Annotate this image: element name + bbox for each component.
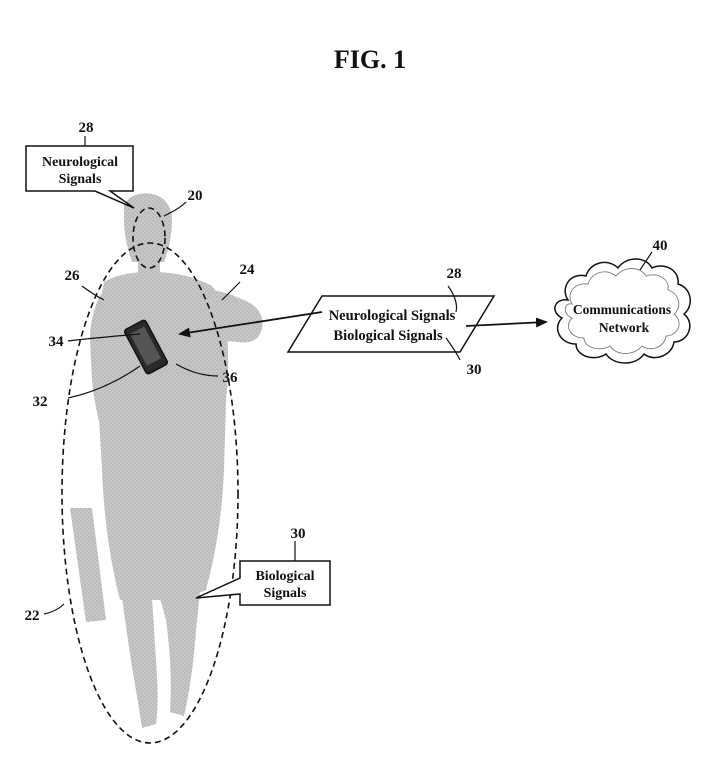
leader-32 bbox=[67, 365, 141, 399]
leader-26 bbox=[81, 285, 105, 301]
mobile-device bbox=[123, 319, 169, 375]
user-silhouette bbox=[70, 193, 263, 728]
packet-line1: Neurological Signals bbox=[329, 308, 456, 324]
head-region-ellipse bbox=[132, 207, 166, 269]
signal-packet: Neurological Signals Biological Signals bbox=[286, 295, 496, 353]
leader-34 bbox=[67, 333, 141, 342]
ref-28-right: 28 bbox=[447, 266, 462, 282]
leader-lines bbox=[43, 136, 653, 615]
ref-24: 24 bbox=[240, 262, 256, 278]
ref-36: 36 bbox=[223, 370, 239, 386]
leader-30-right bbox=[445, 337, 461, 361]
leader-20 bbox=[163, 201, 187, 217]
leader-24 bbox=[221, 281, 241, 301]
ref-20: 20 bbox=[188, 188, 203, 204]
biological-signals-callout: Biological Signals bbox=[195, 560, 331, 606]
ref-34: 34 bbox=[49, 334, 65, 350]
arrow-to-device bbox=[178, 311, 323, 338]
ref-22: 22 bbox=[25, 608, 40, 624]
ref-26: 26 bbox=[65, 268, 81, 284]
packet-line2: Biological Signals bbox=[333, 328, 443, 344]
figure-title: FIG. 1 bbox=[334, 45, 406, 74]
ref-30-bottom: 30 bbox=[291, 526, 306, 542]
neuro-box-line1: Neurological bbox=[42, 155, 118, 170]
leader-40 bbox=[639, 251, 653, 271]
neurological-signals-callout: Neurological Signals bbox=[25, 145, 135, 209]
communications-network-cloud: Communications Network bbox=[554, 258, 691, 364]
ref-32: 32 bbox=[33, 394, 48, 410]
body-region-ellipse bbox=[61, 242, 239, 744]
ref-30-right: 30 bbox=[467, 362, 482, 378]
bio-box-line2: Signals bbox=[264, 586, 307, 601]
bio-box-line1: Biological bbox=[255, 569, 314, 584]
network-line1: Communications bbox=[573, 302, 671, 317]
neuro-box-line2: Signals bbox=[59, 172, 102, 187]
ref-28-top: 28 bbox=[79, 120, 94, 136]
leader-28-right bbox=[447, 285, 458, 313]
ref-40: 40 bbox=[653, 238, 668, 254]
network-line2: Network bbox=[599, 320, 650, 335]
arrow-to-network bbox=[465, 317, 548, 328]
leader-22 bbox=[43, 603, 65, 615]
leader-36 bbox=[175, 363, 219, 377]
